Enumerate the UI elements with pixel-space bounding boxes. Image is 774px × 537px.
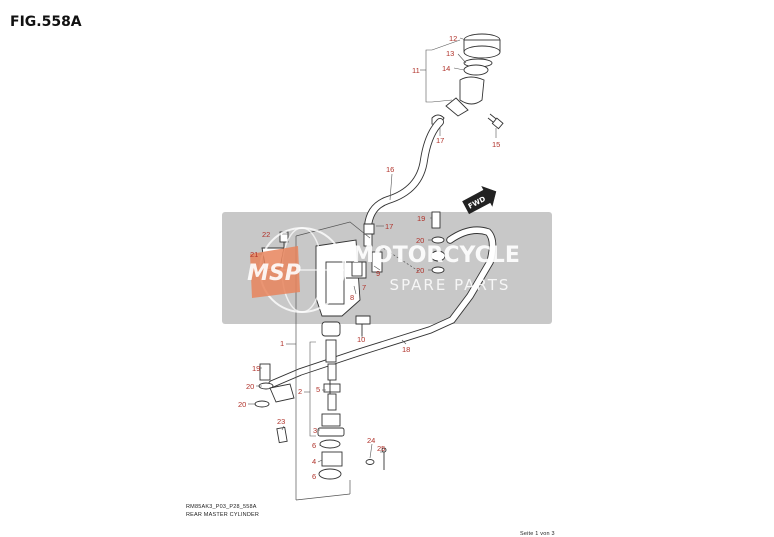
callout-20b: 20	[416, 266, 424, 275]
watermark-line1: MOTORCYCLE	[352, 243, 520, 268]
callout-8: 8	[350, 293, 354, 302]
figure-subtitle: REAR MASTER CYLINDER	[186, 512, 260, 518]
callout-20c: 20	[246, 382, 254, 391]
callout-6b: 6	[312, 472, 316, 481]
callout-19a: 19	[417, 214, 425, 223]
figure-title: FIG.558A	[10, 14, 82, 30]
callout-18: 18	[402, 345, 410, 354]
callout-24: 24	[367, 436, 375, 445]
master-cylinder-body	[315, 233, 383, 317]
callout-23: 23	[277, 417, 285, 426]
figure-code: RM85AK3_P03_P28_558A	[186, 504, 257, 510]
callout-11: 11	[412, 66, 420, 75]
banjo-fitting-upper	[430, 211, 446, 274]
fwd-arrow: FWD	[462, 185, 497, 215]
callout-25: 25	[377, 444, 385, 453]
page-indicator: Seite 1 von 3	[520, 531, 555, 537]
callout-17a: 17	[436, 136, 444, 145]
watermark: MSP MOTORCYCLE SPARE PARTS	[247, 227, 520, 313]
callout-22: 22	[262, 230, 270, 239]
reservoir-assembly	[431, 33, 504, 130]
callout-15: 15	[492, 140, 500, 149]
callout-12: 12	[449, 34, 457, 43]
callout-1: 1	[280, 339, 284, 348]
callout-10: 10	[357, 335, 365, 344]
callout-16: 16	[386, 165, 394, 174]
callout-14: 14	[442, 64, 450, 73]
callout-6: 6	[312, 441, 316, 450]
callout-2: 2	[298, 387, 302, 396]
leader-lines	[248, 37, 497, 463]
callout-21: 21	[250, 250, 258, 259]
callout-19b: 19	[252, 364, 260, 373]
callout-20a: 20	[416, 236, 424, 245]
callout-20d: 20	[238, 400, 246, 409]
callout-13: 13	[446, 49, 454, 58]
callout-5: 5	[316, 385, 320, 394]
watermark-badge-text: MSP	[247, 261, 301, 286]
callout-17b: 17	[385, 222, 393, 231]
callout-3: 3	[313, 426, 317, 435]
callout-9: 9	[376, 269, 380, 278]
callout-4: 4	[312, 457, 316, 466]
callout-7: 7	[362, 283, 366, 292]
callouts: 1 2 3 4 5 6 6 7 8 9 10 11 12 13 14 15 16…	[238, 34, 500, 481]
piston-stack	[317, 321, 345, 480]
watermark-line2: SPARE PARTS	[390, 276, 511, 294]
